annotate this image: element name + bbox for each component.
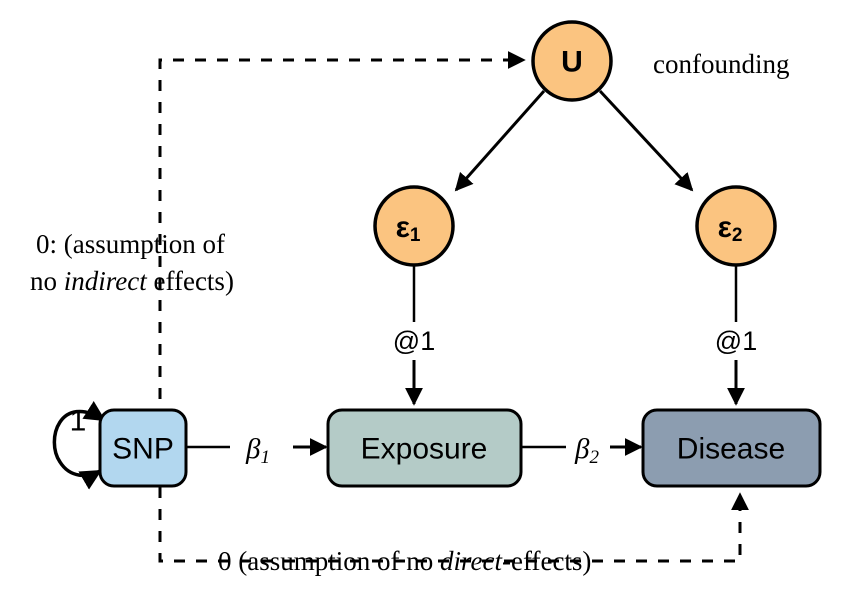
node-u[interactable]: U [531, 20, 613, 102]
node-disease-label: Disease [677, 433, 785, 466]
node-snp-label: SNP [112, 433, 174, 466]
edge-snp-to-disease-dashed [158, 487, 749, 563]
node-exposure[interactable]: Exposure [326, 408, 523, 488]
annotation-confounding: confounding [653, 49, 789, 79]
edge-label-snp-loop: 1 [70, 405, 87, 438]
edge-snp-to-u-dashed [158, 51, 526, 487]
node-eps2[interactable]: ε2 [695, 185, 777, 267]
node-disease[interactable]: Disease [641, 408, 822, 488]
node-snp[interactable]: SNP [98, 408, 188, 488]
edge-label-beta1: β1 [245, 433, 270, 468]
edge-label-at1-exposure: @1 [393, 326, 435, 356]
node-exposure-label: Exposure [361, 433, 488, 466]
edge-snp-self-loop [52, 401, 106, 490]
edge-u-to-eps2 [598, 89, 694, 192]
node-eps1-label: ε1 [396, 211, 421, 246]
node-u-label: U [561, 46, 583, 79]
annotation-indirect-line2: no indirect effects) [30, 266, 234, 296]
annotation-direct: 0 (assumption of no direct-effects) [218, 546, 591, 576]
node-eps1[interactable]: ε1 [373, 185, 455, 267]
edge-label-beta2: β2 [574, 433, 599, 468]
annotation-indirect-line1: 0: (assumption of [36, 229, 225, 259]
edge-u-to-eps1 [454, 90, 546, 192]
edge-label-at1-disease: @1 [715, 326, 757, 356]
node-eps2-label: ε2 [718, 211, 743, 246]
